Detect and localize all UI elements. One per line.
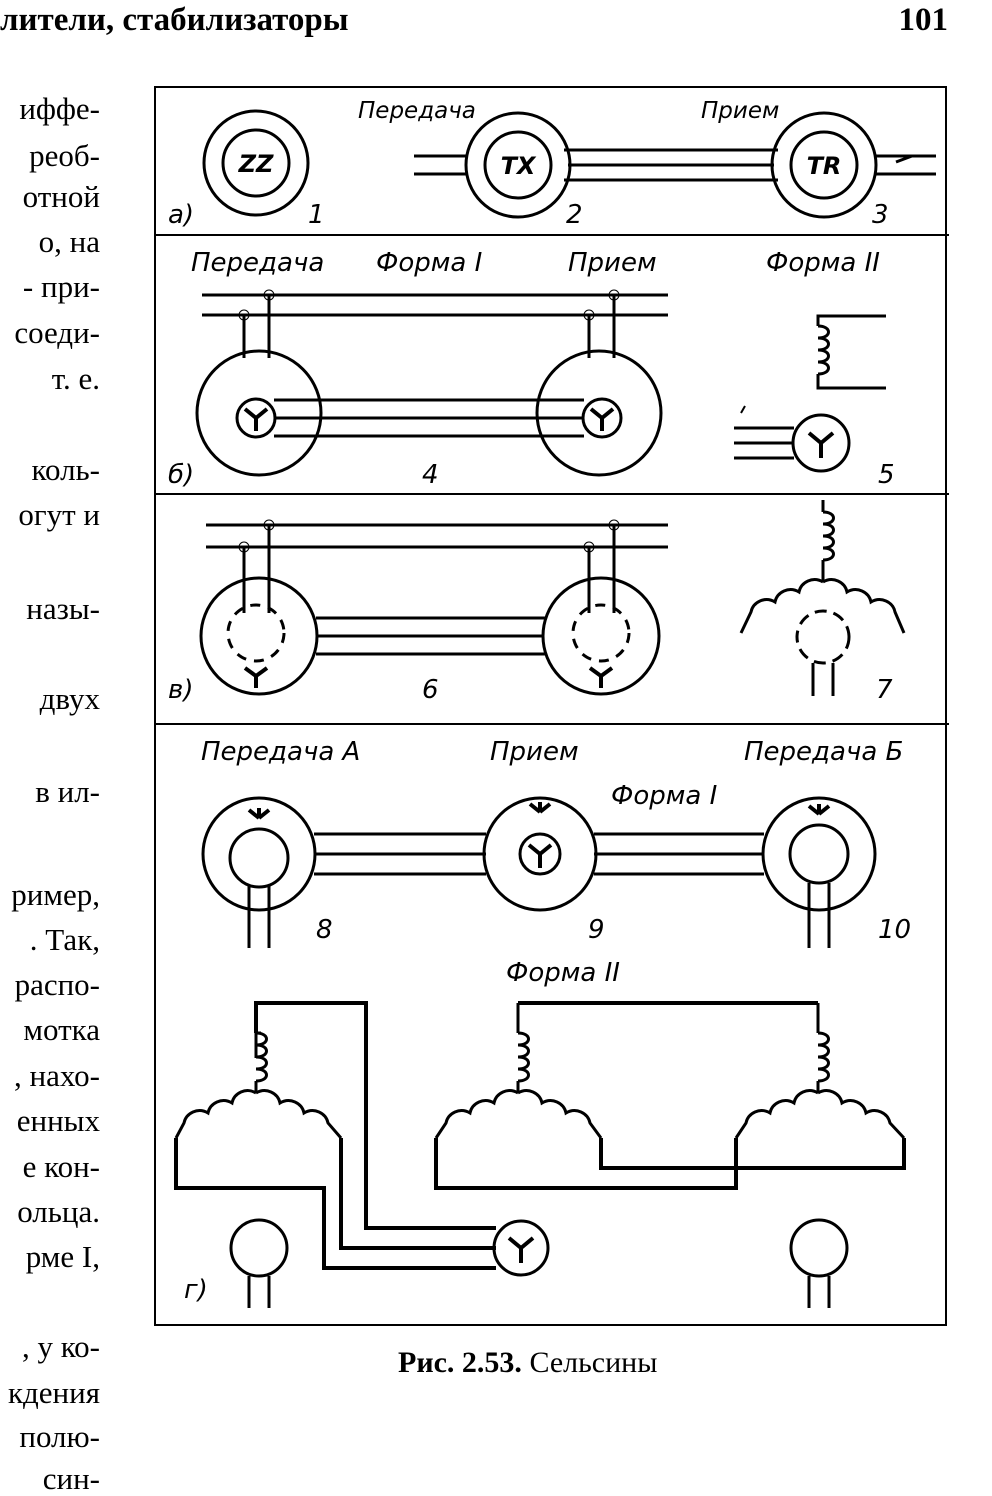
caption-text: Сельсины <box>529 1346 658 1379</box>
body-line: ример, <box>11 877 100 912</box>
label-form-2: Форма II <box>766 248 880 278</box>
body-line: распо- <box>14 967 100 1002</box>
figure-caption: Рис. 2.53. Сельсины <box>398 1346 657 1380</box>
body-line: кдения <box>7 1375 100 1410</box>
body-line: в ил- <box>35 774 100 809</box>
wire <box>434 1138 738 1190</box>
panel-g: Передача А Прием Передача Б Форма I 8 9 … <box>174 737 911 1308</box>
label-receive: Прием <box>490 737 579 767</box>
panel-letter-a: а) <box>168 200 194 230</box>
body-line: соеди- <box>14 315 100 350</box>
caption-prefix: Рис. 2.53. <box>398 1346 522 1379</box>
label-form-1: Форма I <box>376 248 482 278</box>
body-line: , нахо- <box>14 1058 100 1093</box>
number-9: 9 <box>588 915 605 945</box>
body-line: е кон- <box>22 1149 100 1184</box>
body-line: полю- <box>19 1419 100 1454</box>
selsyn-figure: ZZ TX TR Передача Прием а) 1 2 3 Передач… <box>154 86 949 1326</box>
wire <box>254 1001 496 1230</box>
number-8: 8 <box>316 915 333 945</box>
selsyn-tr-inner <box>789 130 859 200</box>
selsyn-zz-inner <box>221 128 291 198</box>
body-line: ольца. <box>17 1194 100 1229</box>
body-line: син- <box>42 1461 100 1496</box>
panel-v: в) 6 7 <box>168 500 906 705</box>
number-10: 10 <box>878 915 911 945</box>
wire <box>599 1138 906 1170</box>
label-transmit-b: Передача Б <box>744 737 903 767</box>
label-transmit-a: Передача А <box>201 737 360 767</box>
panel-letter-g: г) <box>184 1275 208 1305</box>
label-transmit: Передача <box>191 248 324 278</box>
label-form-2: Форма II <box>506 958 620 988</box>
selsyn-tr-outer <box>770 111 878 219</box>
panel-letter-b: б) <box>168 460 194 490</box>
body-line: иффе- <box>19 91 100 126</box>
body-line: огут и <box>18 497 100 532</box>
body-line: отной <box>22 179 100 214</box>
figure-diagram: ZZ TX TR Передача Прием а) 1 2 3 Передач… <box>156 98 949 1308</box>
wire <box>174 1138 496 1270</box>
number-6: 6 <box>422 675 439 705</box>
body-line: т. е. <box>51 361 100 396</box>
label-form-1: Форма I <box>611 781 717 811</box>
panel-a: ZZ TX TR Передача Прием а) 1 2 3 <box>168 98 936 230</box>
number-7: 7 <box>876 675 893 705</box>
body-line: двух <box>39 681 100 716</box>
selsyn-zz-outer <box>202 109 310 217</box>
running-header: лители, стабилизаторы <box>0 2 349 38</box>
selsyn-differential-transmitter <box>199 576 319 696</box>
selsyn-tx-inner <box>483 130 553 200</box>
selsyn-transmitter <box>195 349 323 477</box>
label-tx: TX <box>501 152 537 180</box>
body-line: реоб- <box>29 138 100 173</box>
selsyn-10 <box>761 796 877 912</box>
selsyn-receiver <box>535 349 663 477</box>
wire <box>339 1138 496 1250</box>
number-1: 1 <box>308 200 325 230</box>
number-5: 5 <box>878 460 895 490</box>
panel-b: Передача Форма I Прием Форма II б) <box>168 248 895 490</box>
label-transmit: Передача <box>358 98 476 124</box>
transmitter-a-rotor <box>229 1218 289 1278</box>
body-line: рме I, <box>25 1239 100 1274</box>
body-line: назы- <box>26 591 100 626</box>
body-line: . Так, <box>29 922 100 957</box>
panel-letter-v: в) <box>168 675 193 705</box>
receiver-rotor <box>492 1219 550 1277</box>
label-receive: Прием <box>701 98 779 124</box>
body-line: енных <box>16 1103 100 1138</box>
label-receive: Прием <box>568 248 657 278</box>
body-line: , у ко- <box>21 1329 100 1364</box>
body-line: о, на <box>38 224 100 259</box>
number-3: 3 <box>872 200 889 230</box>
body-line: коль- <box>31 452 100 487</box>
number-2: 2 <box>566 200 583 230</box>
transmitter-b-rotor <box>789 1218 849 1278</box>
page-number: 101 <box>898 2 949 38</box>
label-zz: ZZ <box>238 150 274 178</box>
label-tr: TR <box>807 152 842 180</box>
body-line: - при- <box>22 269 100 304</box>
number-4: 4 <box>422 460 439 490</box>
body-line: мотка <box>23 1012 100 1047</box>
